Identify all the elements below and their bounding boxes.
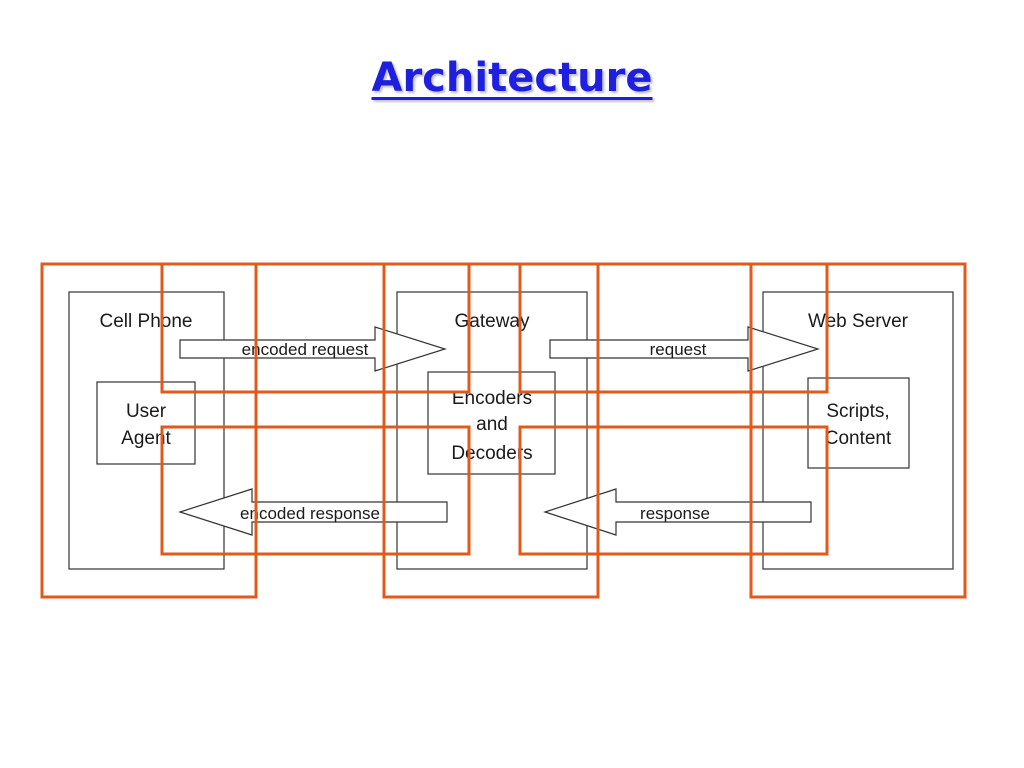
highlight-request: [518, 262, 829, 394]
encoders-decoders-box: [427, 371, 556, 475]
encoders-line-3: Decoders: [451, 443, 532, 464]
highlight-cell-phone: [40, 262, 258, 599]
user-agent-line-2: Agent: [121, 428, 171, 449]
encoded-request-label: encoded request: [242, 340, 369, 359]
highlight-gateway: [382, 262, 600, 599]
highlight-encoded-request: [160, 262, 471, 394]
request-label: request: [650, 340, 707, 359]
encoded-request-arrow: encoded request: [179, 326, 448, 372]
encoded-response-label: encoded response: [240, 504, 380, 523]
highlight-response: [518, 425, 829, 556]
response-label: response: [640, 504, 710, 523]
gateway-node: Gateway Encoders and Decoders: [396, 291, 588, 570]
response-arrow: response: [543, 488, 812, 536]
scripts-line-1: Scripts,: [826, 401, 889, 422]
cell-phone-label: Cell Phone: [100, 311, 193, 332]
highlight-web-server: [749, 262, 967, 599]
user-agent-box: [96, 381, 196, 465]
scripts-line-2: Content: [825, 428, 892, 449]
encoders-line-1: Encoders: [452, 388, 532, 409]
gateway-label: Gateway: [455, 311, 530, 332]
encoded-response-arrow: encoded response: [178, 488, 448, 536]
highlight-frames: [40, 262, 967, 599]
user-agent-line-1: User: [126, 401, 167, 422]
encoders-line-2: and: [476, 414, 508, 435]
highlight-encoded-response: [160, 425, 471, 556]
response-arrow-shape: [543, 488, 812, 536]
encoded-response-arrow-shape: [178, 488, 448, 536]
slide-title: Architecture: [371, 55, 653, 101]
web-server-label: Web Server: [808, 311, 909, 332]
cell-phone-node: Cell Phone User Agent: [68, 291, 225, 570]
encoded-request-arrow-shape: [179, 326, 448, 372]
web-server-node: Web Server Scripts, Content: [762, 291, 954, 570]
